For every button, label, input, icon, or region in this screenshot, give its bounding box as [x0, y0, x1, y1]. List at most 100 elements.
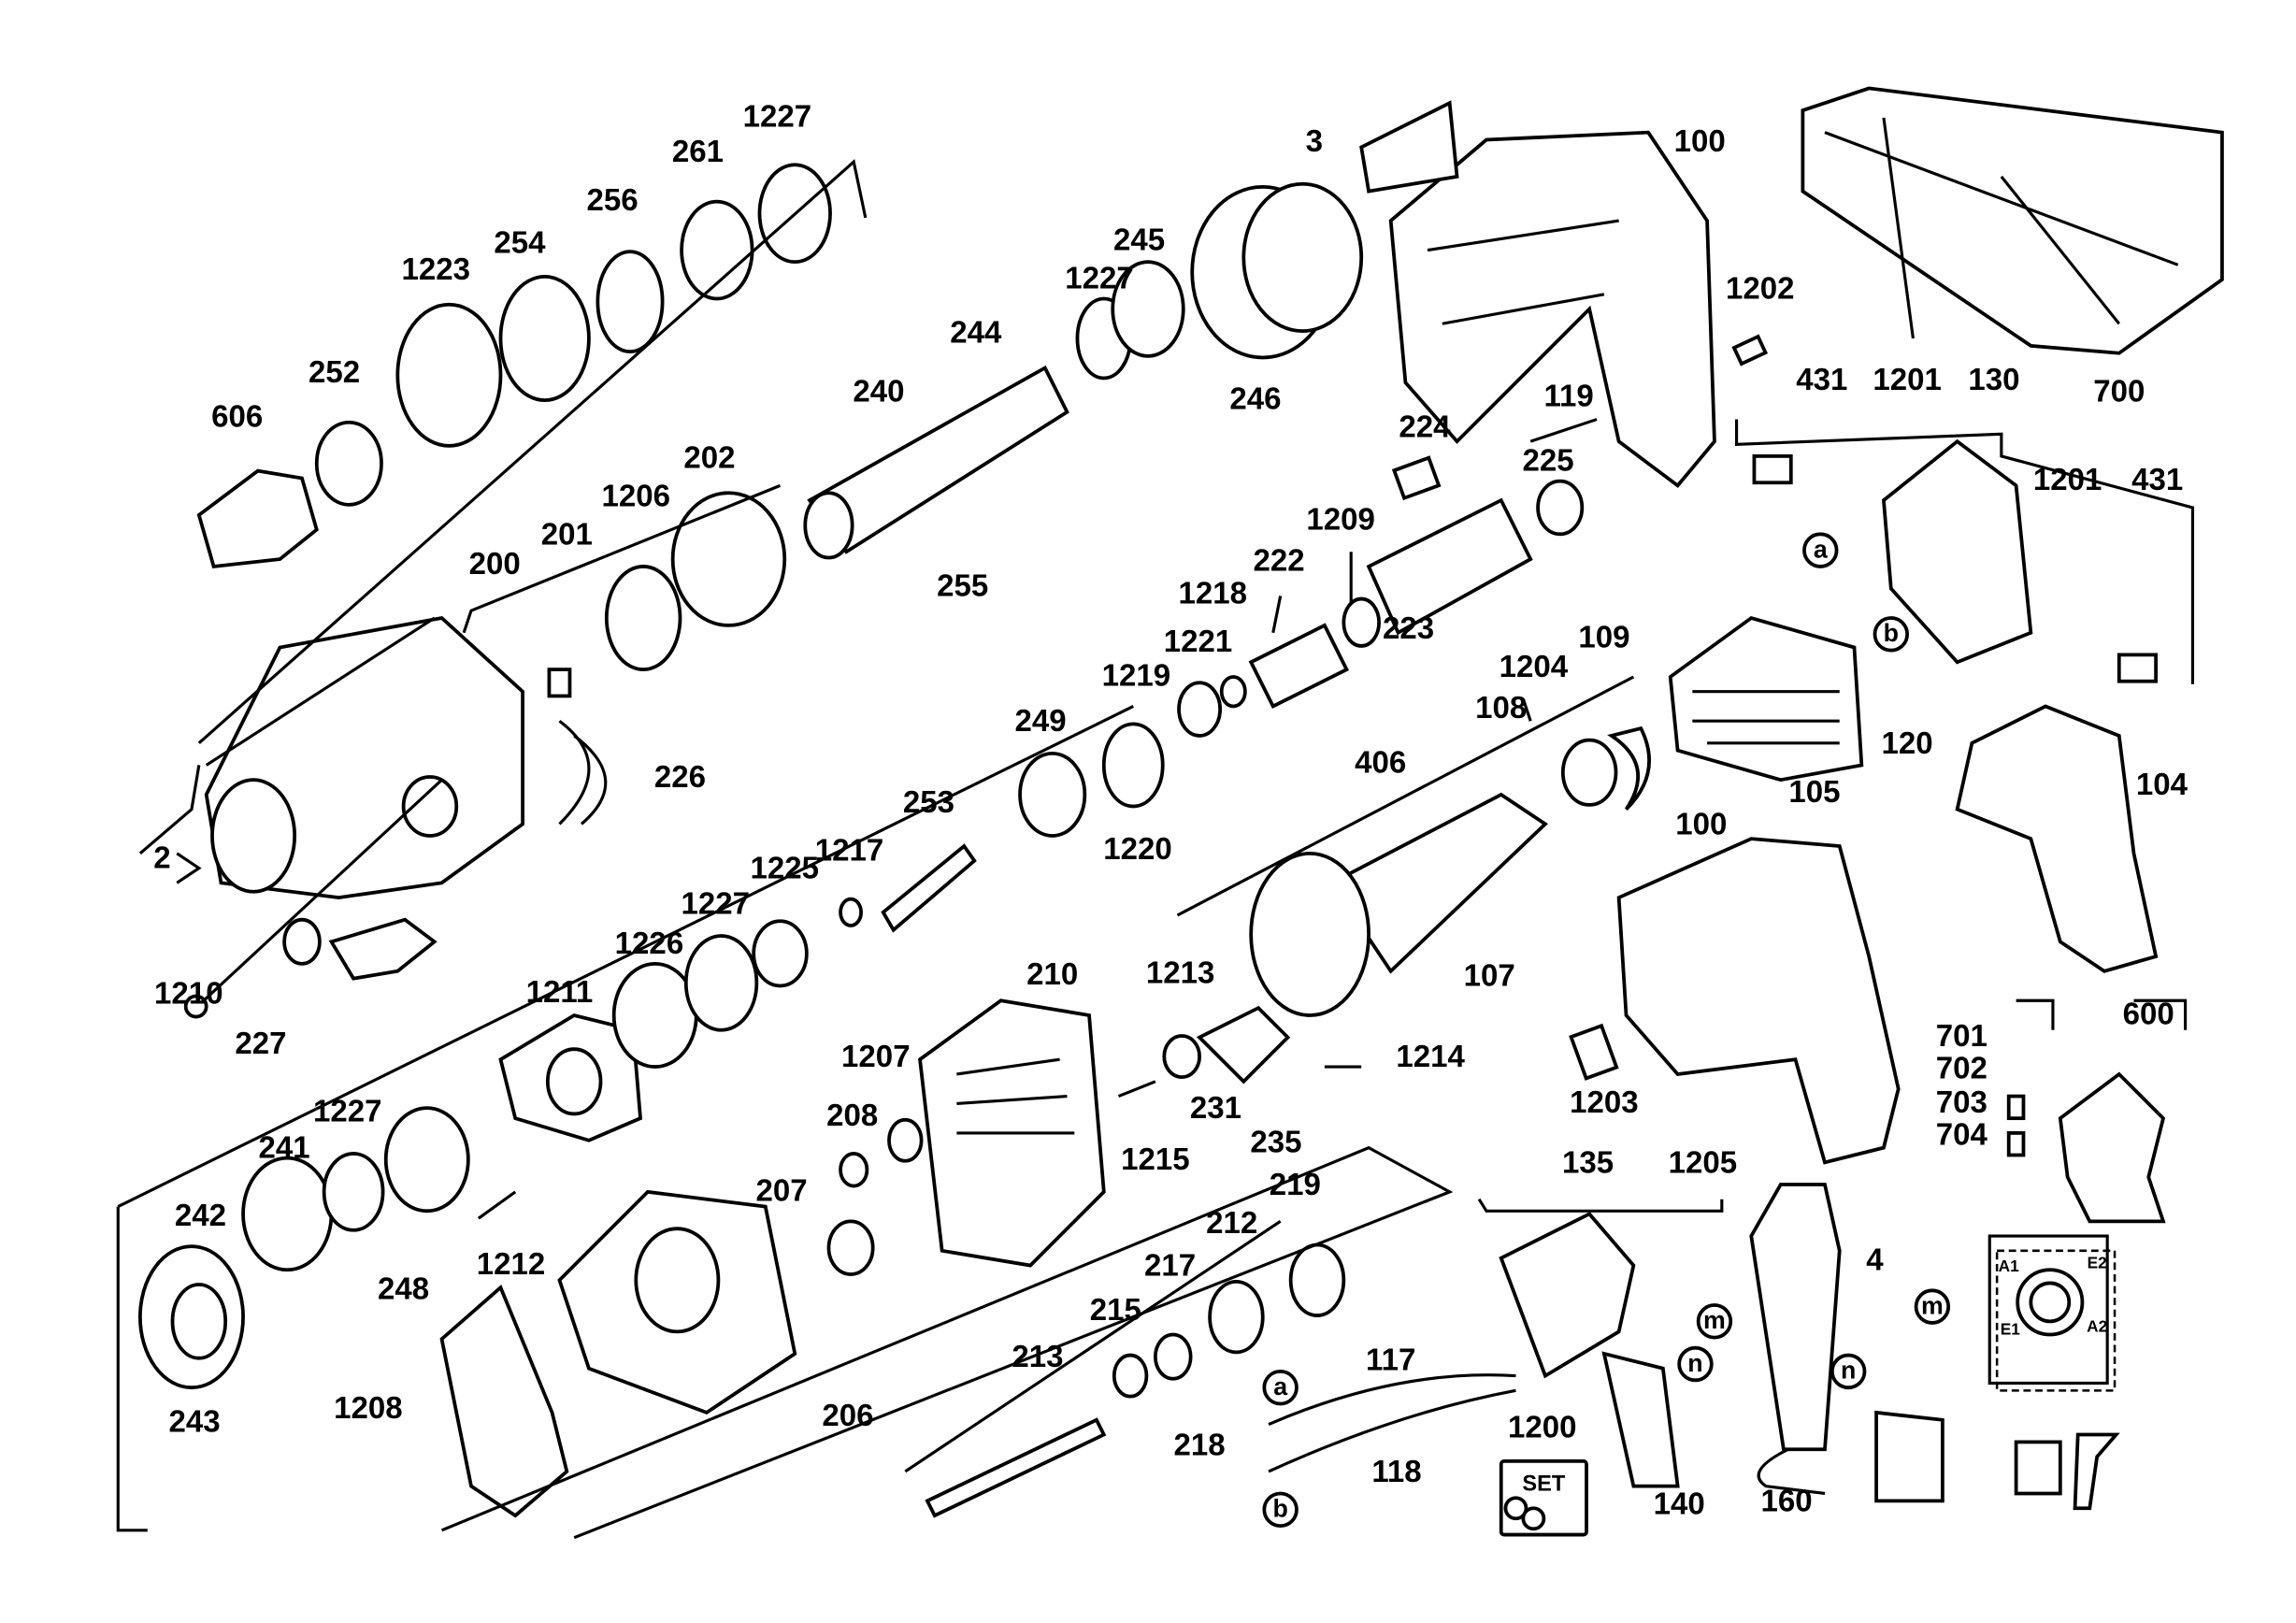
part-label: 1221: [1164, 625, 1233, 659]
part-label: 225: [1523, 444, 1574, 479]
connector-label: m: [1703, 1306, 1726, 1334]
connector-label: a: [1273, 1372, 1288, 1400]
part-label: 202: [683, 440, 735, 475]
part-label: 1208: [334, 1391, 403, 1426]
part-label: 120: [1882, 726, 1933, 761]
part-label: 108: [1475, 691, 1527, 725]
part-label: 704: [1936, 1117, 1988, 1152]
part-label: 1201: [1873, 363, 1942, 397]
motor-housing: [1616, 837, 1901, 1165]
part-label: 100: [1674, 124, 1726, 159]
connector-circle: [1677, 1345, 1714, 1383]
part-label: 245: [1113, 223, 1165, 258]
connector-circle: [1914, 1288, 1951, 1325]
part-label: 231: [1190, 1091, 1241, 1126]
part-label: 431: [2131, 463, 2183, 497]
part-label: 117: [1366, 1343, 1415, 1377]
part-label: 1227: [743, 99, 812, 134]
part-label: 1211: [526, 975, 594, 1010]
part-label: 1214: [1396, 1040, 1465, 1074]
auxiliary-handle: [2058, 1071, 2166, 1224]
part-label: 130: [1968, 363, 2019, 397]
part-label: 226: [654, 760, 706, 795]
connector-circle: [1802, 532, 1839, 568]
carrying-case: [1801, 86, 2224, 355]
part-label: 701: [1936, 1019, 1987, 1054]
power-cable: [1749, 1183, 1842, 1452]
part-label: 1212: [477, 1247, 546, 1282]
part-label: 1205: [1669, 1145, 1738, 1180]
part-label: 600: [2123, 997, 2174, 1031]
part-label: 240: [853, 375, 904, 409]
part-label: 219: [1270, 1168, 1321, 1202]
part-label: 224: [1399, 409, 1451, 444]
set-badge: SET: [1522, 1472, 1565, 1496]
part-label: 109: [1578, 621, 1629, 655]
part-label: 212: [1206, 1206, 1257, 1241]
tool-holder: [196, 468, 319, 569]
part-label: 107: [1464, 959, 1515, 994]
part-label: 243: [169, 1404, 221, 1439]
part-label: 246: [1229, 382, 1281, 417]
part-label: 104: [2136, 768, 2188, 802]
part-label: 606: [211, 399, 263, 434]
part-drawings: [116, 86, 2224, 1540]
part-label: 1210: [154, 976, 223, 1011]
wiring-labels: A1 E2 E1 A2: [1999, 1254, 2108, 1339]
part-label: 100: [1675, 807, 1727, 841]
part-label: 261: [672, 135, 724, 169]
part-label: 406: [1355, 745, 1406, 780]
part-label: 227: [235, 1027, 286, 1061]
connector-label: n: [1841, 1357, 1856, 1385]
part-label: 222: [1254, 544, 1305, 579]
part-label: 210: [1026, 957, 1078, 992]
part-label: 1207: [841, 1040, 911, 1074]
part-label: 217: [1144, 1249, 1196, 1284]
connector-label: b: [1272, 1495, 1287, 1523]
stator: [1668, 615, 1864, 783]
part-label: 1206: [602, 479, 671, 513]
part-label: 252: [309, 355, 360, 390]
part-label: 2: [153, 841, 170, 876]
part-label: 253: [903, 785, 954, 820]
connector-circle: [1873, 616, 1910, 653]
part-label: 248: [378, 1272, 429, 1307]
part-label: 213: [1012, 1340, 1063, 1374]
part-label: 235: [1250, 1125, 1301, 1159]
part-label: 160: [1760, 1484, 1812, 1518]
wiring-schematic: [1987, 1234, 2109, 1386]
part-label: 1201: [2033, 463, 2102, 497]
gear-housing: [1388, 130, 1716, 488]
connector-label: n: [1687, 1349, 1702, 1377]
connector-circle: [1262, 1369, 1299, 1406]
part-label: 208: [826, 1099, 878, 1133]
part-label: 1218: [1178, 576, 1247, 610]
connector-circle: [1830, 1353, 1867, 1390]
part-label: 4: [1866, 1242, 1884, 1277]
gasket: [439, 1284, 569, 1518]
connector-label: a: [1814, 536, 1829, 564]
part-label: 1202: [1726, 271, 1795, 306]
connector-label: b: [1884, 619, 1899, 647]
part-label: 135: [1562, 1145, 1614, 1180]
part-label: 431: [1796, 363, 1847, 397]
part-label: 1215: [1121, 1142, 1190, 1177]
part-label: 1217: [815, 834, 884, 869]
part-label: 1220: [1103, 832, 1172, 867]
part-label: 207: [756, 1173, 808, 1208]
part-label: 1223: [401, 252, 470, 287]
part-label: 241: [259, 1131, 310, 1166]
part-label: 1227: [1065, 261, 1134, 295]
part-label: 201: [541, 517, 593, 552]
part-label: 242: [175, 1199, 226, 1233]
part-label: 3: [1306, 124, 1323, 159]
part-label: 223: [1383, 611, 1434, 646]
part-label: 700: [2093, 375, 2145, 409]
wiring-label-e2: E2: [2088, 1254, 2107, 1272]
part-label: 200: [469, 547, 521, 582]
part-label: 254: [494, 226, 546, 261]
intermediate-shaft: [1366, 497, 1533, 636]
part-label: 1204: [1500, 650, 1569, 684]
